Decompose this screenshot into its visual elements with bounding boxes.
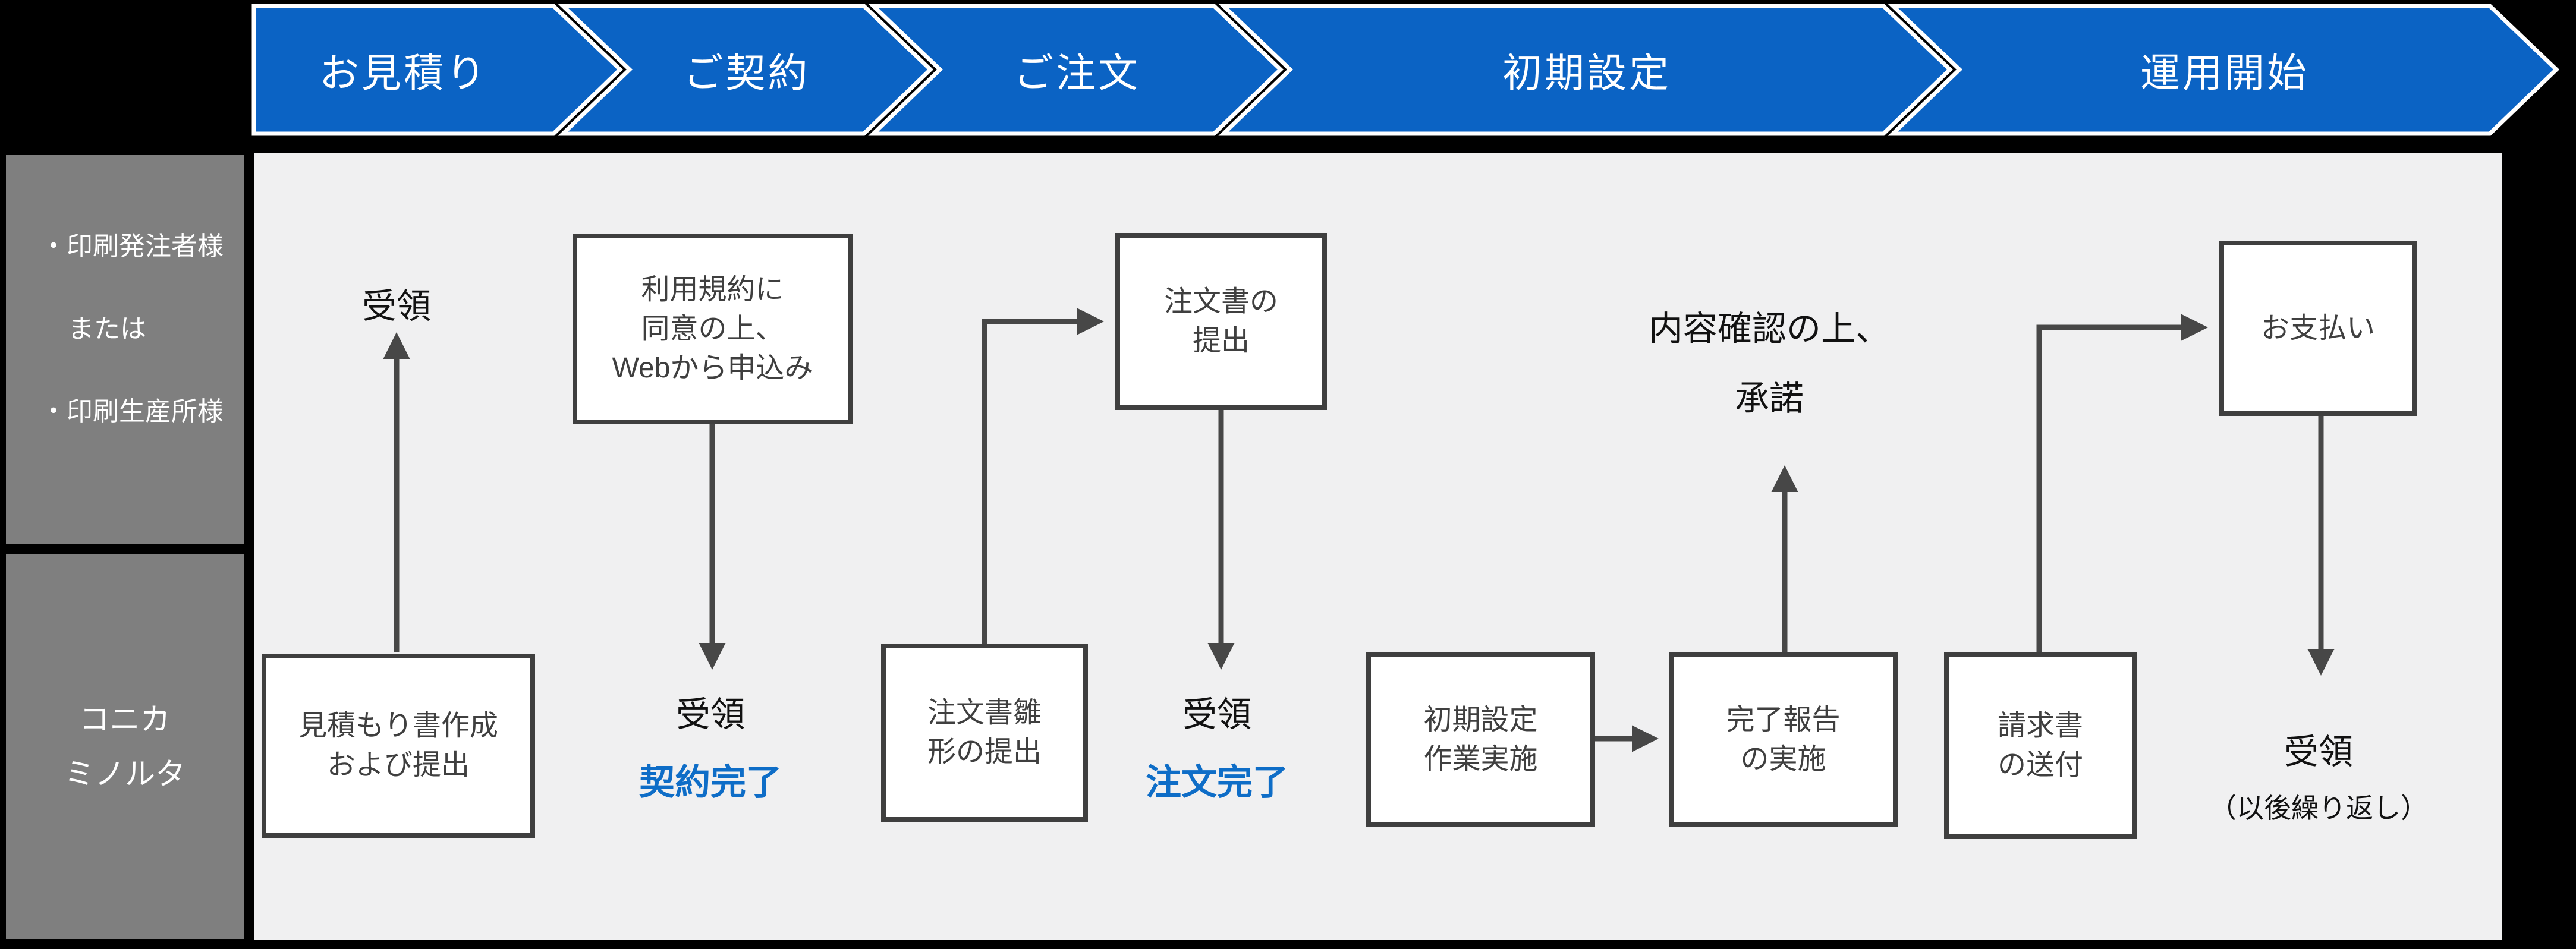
box-order-submit-line1: 注文書の xyxy=(1163,286,1278,317)
box-terms-line2: 同意の上、 xyxy=(641,313,784,345)
chevron-shape-contract xyxy=(558,4,934,136)
box-invoice-line2: の送付 xyxy=(1997,749,2083,781)
label-approve-line2: 承諾 xyxy=(1734,379,1804,418)
chevron-shape-operate xyxy=(1888,4,2560,136)
box-estimate: 見積もり書作成 および提出 xyxy=(262,654,535,838)
lane-customer-line2: または xyxy=(68,314,146,343)
label-receive-order: 受領 xyxy=(1182,695,1252,734)
lane-customer: ・印刷発注者様 または ・印刷生産所様 xyxy=(6,155,244,544)
chevron-shape-order xyxy=(868,4,1284,136)
box-payment: お支払い xyxy=(2219,241,2417,416)
box-report: 完了報告 の実施 xyxy=(1669,652,1898,827)
box-order-submit: 注文書の 提出 xyxy=(1115,233,1327,410)
box-payment-label: お支払い xyxy=(2260,312,2375,344)
stage-label-quote: お見積り xyxy=(319,51,488,96)
box-terms-line1: 利用規約に xyxy=(641,273,784,305)
label-receive-contract: 受領 xyxy=(675,695,746,734)
label-receive-payment: 受領 xyxy=(2284,733,2354,771)
box-order-template: 注文書雛 形の提出 xyxy=(881,644,1088,822)
box-invoice-line1: 請求書 xyxy=(1997,710,2083,742)
label-contract-done: 契約完了 xyxy=(639,762,782,802)
box-estimate-line1: 見積もり書作成 xyxy=(298,710,498,742)
box-terms-line3: Webから申込み xyxy=(612,352,813,384)
box-report-line2: の実施 xyxy=(1740,743,1826,775)
stage-label-contract: ご契約 xyxy=(683,51,810,96)
stage-label-order: ご注文 xyxy=(1014,51,1140,96)
label-approve: 内容確認の上、 承諾 xyxy=(1649,294,1890,433)
stage-chevron-bar xyxy=(251,4,2560,136)
box-setup-line1: 初期設定 xyxy=(1423,704,1538,736)
label-receive-quote: 受領 xyxy=(361,287,432,326)
box-setup: 初期設定 作業実施 xyxy=(1366,652,1595,827)
label-order-done: 注文完了 xyxy=(1146,762,1288,802)
label-approve-line1: 内容確認の上、 xyxy=(1648,310,1891,348)
box-estimate-line2: および提出 xyxy=(326,749,470,781)
lane-customer-line3: ・印刷生産所様 xyxy=(40,396,224,426)
box-order-submit-line2: 提出 xyxy=(1192,325,1250,357)
box-terms: 利用規約に 同意の上、 Webから申込み xyxy=(573,234,853,424)
lane-vendor-line1: コニカ xyxy=(79,702,171,736)
stage-label-operate: 運用開始 xyxy=(2140,51,2309,96)
lane-vendor: コニカ ミノルタ xyxy=(6,554,244,939)
box-setup-line2: 作業実施 xyxy=(1423,743,1538,775)
stage-label-setup: 初期設定 xyxy=(1502,51,1671,96)
box-order-template-line1: 注文書雛 xyxy=(927,697,1042,729)
box-report-line1: 完了報告 xyxy=(1726,704,1841,736)
box-order-template-line2: 形の提出 xyxy=(927,736,1042,768)
label-repeat-note: （以後繰り返し） xyxy=(2209,793,2428,824)
lane-vendor-line2: ミノルタ xyxy=(64,756,185,791)
box-invoice: 請求書 の送付 xyxy=(1944,652,2137,839)
chevron-shape-setup xyxy=(1218,4,1954,136)
lane-customer-line1: ・印刷発注者様 xyxy=(40,231,224,261)
chevron-shape-quote xyxy=(251,4,624,136)
